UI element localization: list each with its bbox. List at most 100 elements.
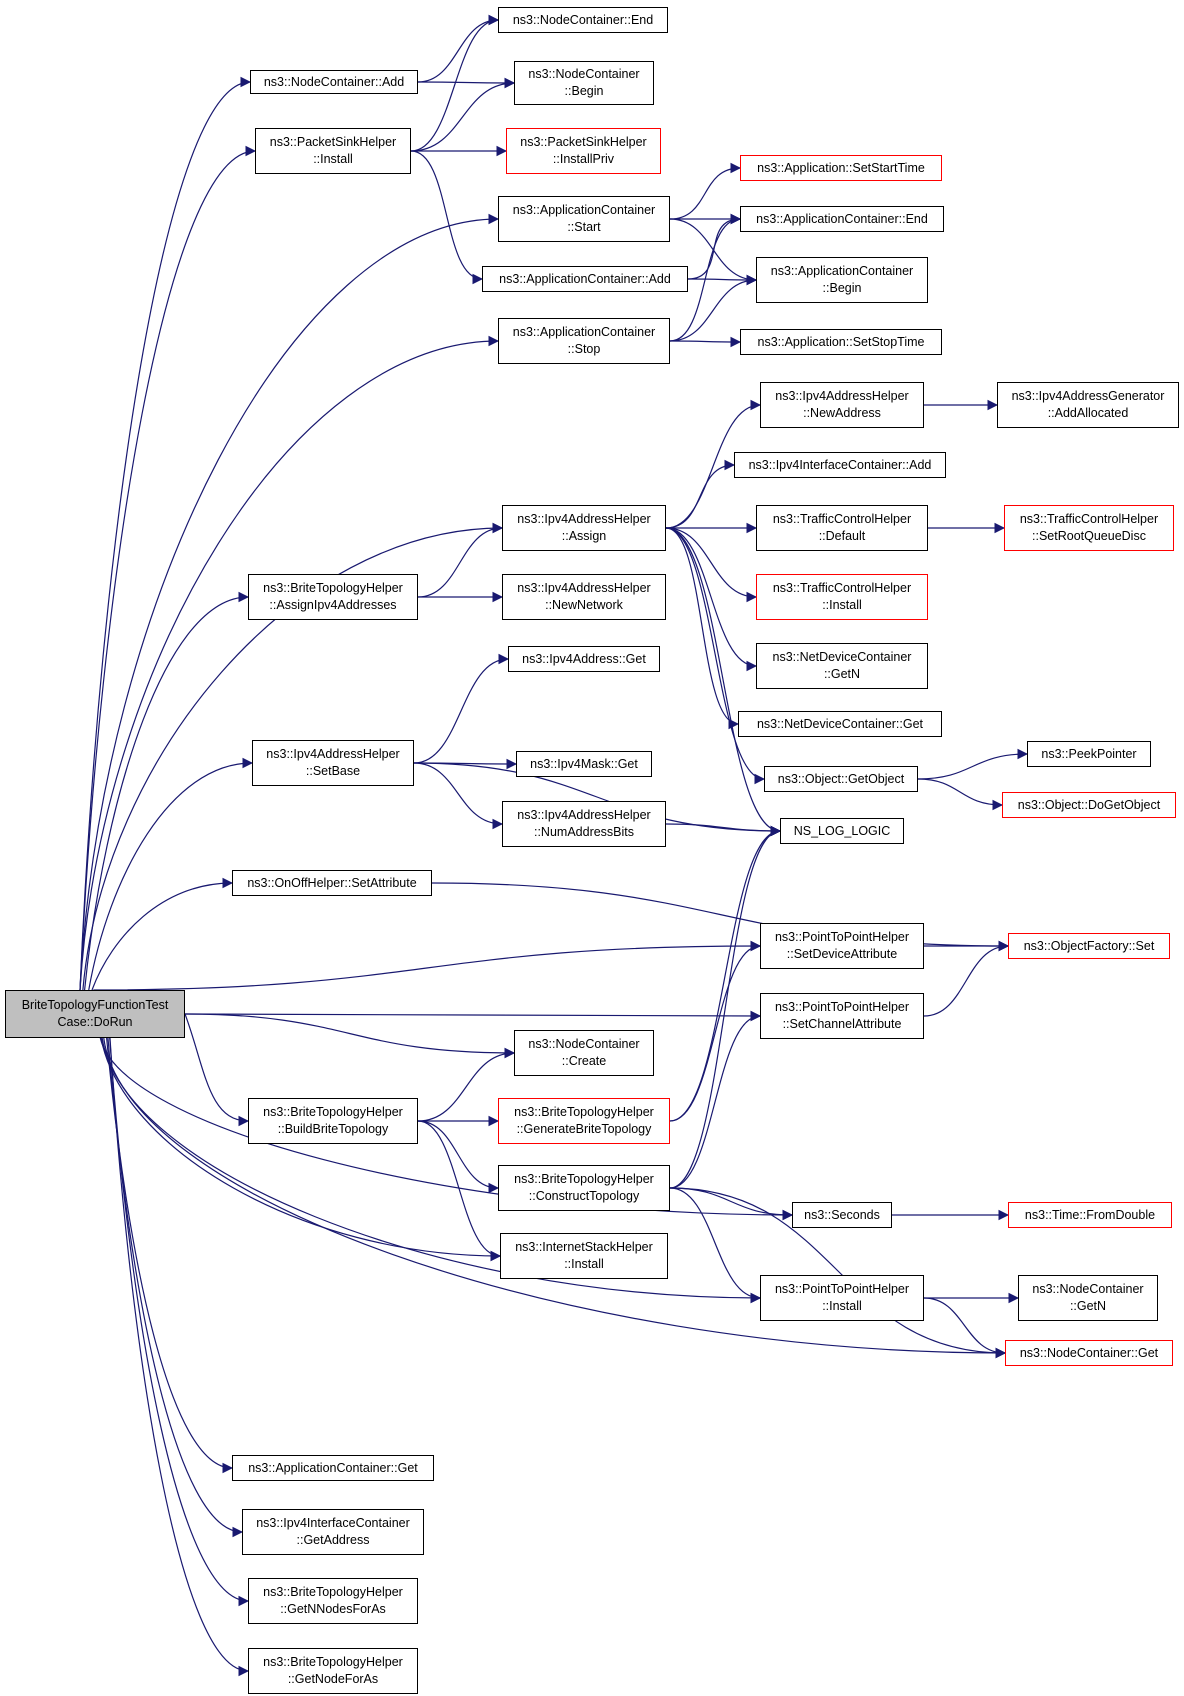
call-edge-psh_install-to-nc_begin xyxy=(410,77,516,152)
node-ipv4interfacecontainer-getaddress[interactable]: ns3::Ipv4InterfaceContainer ::GetAddress xyxy=(242,1509,424,1555)
node-ipv4addressgenerator-addallocated[interactable]: ns3::Ipv4AddressGenerator ::AddAllocated xyxy=(997,382,1179,428)
node-applicationcontainer-stop[interactable]: ns3::ApplicationContainer ::Stop xyxy=(498,318,670,364)
node-ipv4addresshelper-numaddressbits[interactable]: ns3::Ipv4AddressHelper ::NumAddressBits xyxy=(502,801,666,847)
call-edge-bth_construct-to-p2p_setchanattr xyxy=(669,1010,762,1189)
node-ipv4addresshelper-newnetwork[interactable]: ns3::Ipv4AddressHelper ::NewNetwork xyxy=(502,574,666,620)
call-edge-bth_construct-to-ns_log_logic xyxy=(669,825,782,1189)
node-britetopologyhelper-getnodeforas[interactable]: ns3::BriteTopologyHelper ::GetNodeForAs xyxy=(248,1648,418,1694)
node-applicationcontainer-end[interactable]: ns3::ApplicationContainer::End xyxy=(740,206,944,232)
node-ipv4interfacecontainer-add[interactable]: ns3::Ipv4InterfaceContainer::Add xyxy=(734,452,946,478)
call-edge-root-to-bth_getnnodes xyxy=(109,1037,250,1607)
node-netdevicecontainer-getn[interactable]: ns3::NetDeviceContainer ::GetN xyxy=(756,643,928,689)
node-application-setstoptime[interactable]: ns3::Application::SetStopTime xyxy=(740,329,942,355)
node-ipv4addresshelper-assign[interactable]: ns3::Ipv4AddressHelper ::Assign xyxy=(502,505,666,551)
call-edge-iah_assign-to-obj_getobject xyxy=(665,527,766,785)
call-edge-iah_assign-to-iah_newaddress xyxy=(665,399,762,529)
call-edge-nc_add-to-nc_begin xyxy=(417,77,516,89)
root-node-dorun[interactable]: BriteTopologyFunctionTest Case::DoRun xyxy=(5,990,185,1038)
node-application-setstarttime[interactable]: ns3::Application::SetStartTime xyxy=(740,155,942,181)
node-britetopologyhelper-getnnodesforas[interactable]: ns3::BriteTopologyHelper ::GetNNodesForA… xyxy=(248,1578,418,1624)
call-edge-root-to-iic_getaddress xyxy=(107,1037,244,1538)
node-applicationcontainer-get[interactable]: ns3::ApplicationContainer::Get xyxy=(232,1455,434,1481)
call-edge-root-to-bth_build xyxy=(184,1013,250,1127)
call-edge-root-to-ac_stop xyxy=(79,335,500,991)
call-edge-psh_install-to-nc_end xyxy=(410,14,500,152)
call-edge-ac_stop-to-ac_begin xyxy=(669,274,758,342)
node-applicationcontainer-start[interactable]: ns3::ApplicationContainer ::Start xyxy=(498,196,670,242)
node-ipv4addresshelper-setbase[interactable]: ns3::Ipv4AddressHelper ::SetBase xyxy=(252,740,414,786)
node-object-dogetobject[interactable]: ns3::Object::DoGetObject xyxy=(1002,792,1176,818)
call-edge-ac_start-to-app_setstart xyxy=(669,162,742,220)
call-edge-iah_assign-to-ns_log_logic xyxy=(665,527,782,837)
node-britetopologyhelper-assignipv4addresses[interactable]: ns3::BriteTopologyHelper ::AssignIpv4Add… xyxy=(248,574,418,620)
node-nodecontainer-begin[interactable]: ns3::NodeContainer ::Begin xyxy=(514,61,654,105)
node-trafficcontrolhelper-default[interactable]: ns3::TrafficControlHelper ::Default xyxy=(756,505,928,551)
call-edge-ac_stop-to-app_setstop xyxy=(669,336,742,348)
call-edge-iah_assign-to-iic_add xyxy=(665,459,736,529)
call-edge-ac_stop-to-ac_end xyxy=(669,213,742,342)
node-seconds[interactable]: ns3::Seconds xyxy=(792,1202,892,1228)
node-nodecontainer-get[interactable]: ns3::NodeContainer::Get xyxy=(1005,1340,1173,1366)
node-applicationcontainer-add[interactable]: ns3::ApplicationContainer::Add xyxy=(482,266,688,292)
call-edge-bth_assignipv4-to-iah_assign xyxy=(417,522,504,598)
call-edge-p2p_install-to-nc_get xyxy=(923,1297,1007,1359)
call-edge-root-to-bth_getnode xyxy=(109,1037,250,1677)
node-nodecontainer-create[interactable]: ns3::NodeContainer ::Create xyxy=(514,1030,654,1076)
node-britetopologyhelper-generatebritetopology[interactable]: ns3::BriteTopologyHelper ::GenerateBrite… xyxy=(498,1098,670,1144)
node-packetsinkhelper-install[interactable]: ns3::PacketSinkHelper ::Install xyxy=(255,128,411,174)
node-britetopologyhelper-constructtopology[interactable]: ns3::BriteTopologyHelper ::ConstructTopo… xyxy=(498,1165,670,1211)
call-edge-iah_setbase-to-iah_numaddrbits xyxy=(413,762,504,830)
node-internetstackhelper-install[interactable]: ns3::InternetStackHelper ::Install xyxy=(500,1233,668,1279)
node-nodecontainer-getn[interactable]: ns3::NodeContainer ::GetN xyxy=(1018,1275,1158,1321)
node-britetopologyhelper-buildbritetopology[interactable]: ns3::BriteTopologyHelper ::BuildBriteTop… xyxy=(248,1098,418,1144)
call-edge-iah_assign-to-tch_install xyxy=(665,527,758,603)
node-applicationcontainer-begin[interactable]: ns3::ApplicationContainer ::Begin xyxy=(756,257,928,303)
node-onoffhelper-setattribute[interactable]: ns3::OnOffHelper::SetAttribute xyxy=(232,870,432,896)
call-edge-psh_install-to-ac_add xyxy=(410,150,484,285)
node-pointtopointhelper-install[interactable]: ns3::PointToPointHelper ::Install xyxy=(760,1275,924,1321)
call-edge-iah_assign-to-ndc_get xyxy=(665,527,740,730)
call-edge-root-to-iah_setbase xyxy=(88,757,254,991)
call-edge-root-to-nc_get xyxy=(103,1037,1007,1359)
call-edge-iah_setbase-to-ipv4addr_get xyxy=(413,653,510,764)
call-edge-root-to-onoff_setattr xyxy=(91,877,234,991)
node-peekpointer[interactable]: ns3::PeekPointer xyxy=(1027,741,1151,767)
call-edge-root-to-nc_add xyxy=(79,76,252,991)
call-edge-ac_add-to-ac_begin xyxy=(687,274,758,286)
call-edge-root-to-ac_get xyxy=(106,1037,234,1474)
node-ipv4addresshelper-newaddress[interactable]: ns3::Ipv4AddressHelper ::NewAddress xyxy=(760,382,924,428)
node-trafficcontrolhelper-install[interactable]: ns3::TrafficControlHelper ::Install xyxy=(756,574,928,620)
call-edge-bth_build-to-bth_construct xyxy=(417,1120,500,1194)
call-edge-root-to-ish_install xyxy=(100,1037,502,1262)
call-edge-bth_generate-to-p2p_setdevattr xyxy=(669,940,762,1122)
call-edge-bth_construct-to-nc_get xyxy=(669,1187,1007,1359)
call-edge-bth_generate-to-ns_log_logic xyxy=(669,825,782,1122)
call-edge-bth_construct-to-seconds xyxy=(669,1187,794,1221)
call-edge-root-to-ac_start xyxy=(79,213,500,991)
node-pointtopointhelper-setchannelattribute[interactable]: ns3::PointToPointHelper ::SetChannelAttr… xyxy=(760,993,924,1039)
call-edge-root-to-iah_assign xyxy=(82,522,504,991)
node-time-fromdouble[interactable]: ns3::Time::FromDouble xyxy=(1008,1202,1172,1228)
call-edge-bth_build-to-ish_install xyxy=(417,1120,502,1262)
node-pointtopointhelper-setdeviceattribute[interactable]: ns3::PointToPointHelper ::SetDeviceAttri… xyxy=(760,923,924,969)
call-edge-nc_add-to-nc_end xyxy=(417,14,500,83)
call-edge-root-to-bth_assignipv4 xyxy=(84,591,250,991)
call-edge-iah_setbase-to-ns_log_logic xyxy=(413,762,782,837)
call-edge-iah_numaddrbits-to-ns_log_logic xyxy=(665,823,782,837)
call-edge-iah_assign-to-ndc_getn xyxy=(665,527,758,672)
node-ipv4mask-get[interactable]: ns3::Ipv4Mask::Get xyxy=(516,751,652,777)
node-objectfactory-set[interactable]: ns3::ObjectFactory::Set xyxy=(1008,933,1170,959)
call-edge-obj_getobject-to-peekpointer xyxy=(917,748,1029,780)
node-nodecontainer-end[interactable]: ns3::NodeContainer::End xyxy=(498,7,668,33)
node-packetsinkhelper-installpriv[interactable]: ns3::PacketSinkHelper ::InstallPriv xyxy=(506,128,661,174)
call-edge-root-to-nc_create xyxy=(184,1013,516,1059)
call-edge-bth_build-to-nc_create xyxy=(417,1047,516,1122)
node-ns-log-logic[interactable]: NS_LOG_LOGIC xyxy=(780,818,904,844)
node-ipv4address-get[interactable]: ns3::Ipv4Address::Get xyxy=(508,646,660,672)
node-object-getobject[interactable]: ns3::Object::GetObject xyxy=(764,766,918,792)
node-trafficcontrolhelper-setrootqueuedisc[interactable]: ns3::TrafficControlHelper ::SetRootQueue… xyxy=(1004,505,1174,551)
call-edge-root-to-p2p_setdevattr xyxy=(93,940,762,991)
node-nodecontainer-add[interactable]: ns3::NodeContainer::Add xyxy=(250,70,418,94)
node-netdevicecontainer-get[interactable]: ns3::NetDeviceContainer::Get xyxy=(738,711,942,737)
